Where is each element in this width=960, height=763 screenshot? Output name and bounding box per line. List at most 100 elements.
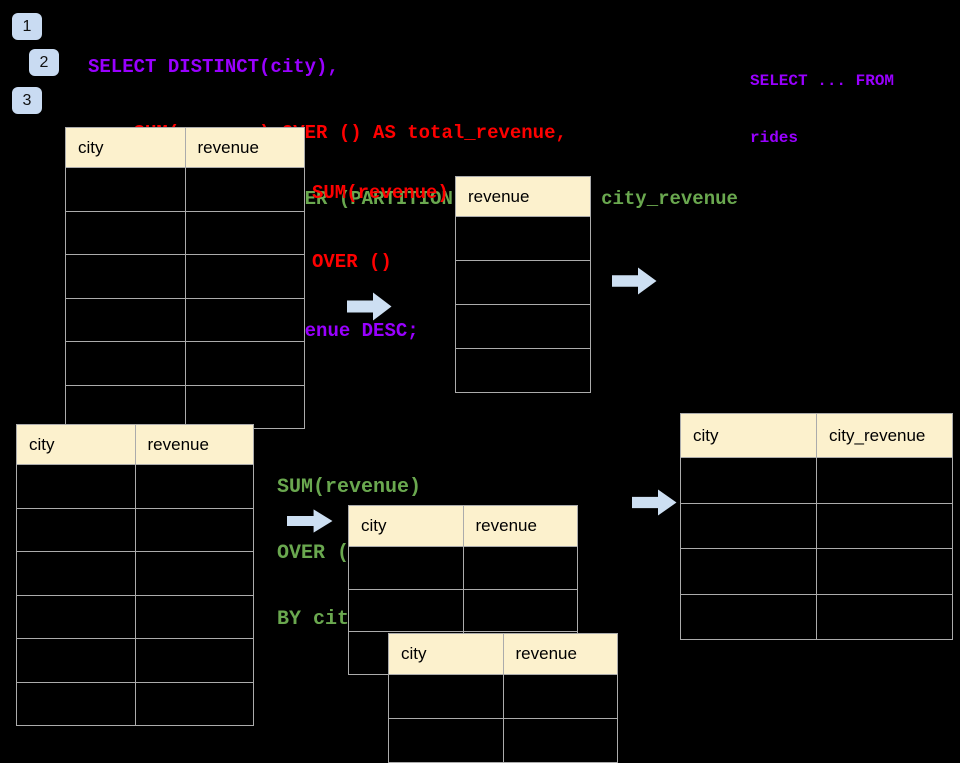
- empty-cell: [16, 594, 136, 639]
- empty-cell: [348, 546, 464, 590]
- total-revenue-annotation: SUM(revenue) OVER (): [312, 136, 449, 320]
- step-badge-1: 1: [12, 13, 42, 40]
- table-row: [455, 304, 591, 349]
- table-row: [16, 507, 254, 552]
- column-header-revenue: revenue: [134, 424, 254, 465]
- table-row: [348, 588, 578, 632]
- empty-cell: [134, 464, 254, 509]
- column-header-revenue: revenue: [502, 633, 618, 675]
- empty-cell: [680, 457, 817, 504]
- total-revenue-result-table: revenue: [455, 176, 591, 393]
- empty-cell: [184, 297, 305, 342]
- slide-canvas: 1 2 3 SELECT DISTINCT(city), SUM(revenue…: [12, 13, 953, 763]
- table-row: [680, 548, 953, 595]
- column-header-city: city: [680, 413, 817, 458]
- empty-cell: [502, 674, 618, 719]
- table-row: [65, 297, 305, 342]
- table-row: [16, 638, 254, 683]
- sql-line-select: SELECT DISTINCT(city),: [88, 56, 339, 78]
- empty-cell: [184, 341, 305, 386]
- empty-cell: [184, 384, 305, 429]
- empty-cell: [16, 507, 136, 552]
- table-row: [65, 210, 305, 255]
- empty-cell: [65, 341, 186, 386]
- table-row: [455, 216, 591, 261]
- empty-cell: [134, 638, 254, 683]
- empty-cell: [16, 551, 136, 596]
- empty-cell: [388, 674, 504, 719]
- table-row: [16, 594, 254, 639]
- header-row: revenue: [455, 176, 591, 217]
- empty-cell: [348, 588, 464, 632]
- empty-cell: [455, 348, 591, 393]
- annotation-line: SUM(revenue): [312, 182, 449, 204]
- right-arrow-icon: [347, 292, 392, 321]
- empty-cell: [462, 588, 578, 632]
- empty-cell: [16, 638, 136, 683]
- step-badge-2: 2: [29, 49, 59, 76]
- column-header-city: city: [348, 505, 464, 547]
- table-row: [680, 502, 953, 549]
- table-row: [455, 348, 591, 393]
- empty-cell: [184, 210, 305, 255]
- table-row: [65, 254, 305, 299]
- empty-cell: [680, 502, 817, 549]
- empty-cell: [184, 167, 305, 212]
- empty-cell: [184, 254, 305, 299]
- column-header-city: city: [16, 424, 136, 465]
- table-row: [16, 464, 254, 509]
- empty-cell: [65, 167, 186, 212]
- column-header-city: city: [65, 127, 186, 168]
- table-row: [65, 384, 305, 429]
- annotation-line: OVER (): [312, 251, 392, 273]
- table-row: [16, 551, 254, 596]
- empty-cell: [816, 593, 953, 640]
- empty-cell: [65, 210, 186, 255]
- empty-cell: [65, 254, 186, 299]
- table-row: [65, 167, 305, 212]
- empty-cell: [455, 260, 591, 305]
- empty-cell: [134, 681, 254, 726]
- note-line-1: SELECT ... FROM: [750, 72, 895, 90]
- empty-cell: [816, 457, 953, 504]
- empty-cell: [502, 718, 618, 763]
- empty-cell: [16, 681, 136, 726]
- column-header-revenue: revenue: [462, 505, 578, 547]
- empty-cell: [134, 594, 254, 639]
- empty-cell: [134, 551, 254, 596]
- table-row: [16, 681, 254, 726]
- column-header-revenue: revenue: [184, 127, 305, 168]
- select-from-rides-note: SELECT ... FROM rides: [750, 34, 894, 186]
- column-header-revenue: revenue: [455, 176, 591, 217]
- empty-cell: [455, 216, 591, 261]
- column-header-city: city: [388, 633, 504, 675]
- right-arrow-icon: [287, 509, 333, 533]
- empty-cell: [455, 304, 591, 349]
- table-row: [65, 341, 305, 386]
- table-row: [348, 546, 578, 590]
- table-row: [680, 593, 953, 640]
- empty-cell: [816, 548, 953, 595]
- annotation-line: SUM(revenue): [277, 476, 422, 499]
- empty-cell: [816, 502, 953, 549]
- column-header-city_revenue: city_revenue: [816, 413, 953, 458]
- empty-cell: [680, 548, 817, 595]
- table-row: [680, 457, 953, 504]
- empty-cell: [65, 384, 186, 429]
- table-row: [455, 260, 591, 305]
- empty-cell: [462, 546, 578, 590]
- table-row: [388, 718, 618, 763]
- right-arrow-icon: [632, 489, 677, 516]
- empty-cell: [388, 718, 504, 763]
- empty-cell: [65, 297, 186, 342]
- table-row: [388, 674, 618, 719]
